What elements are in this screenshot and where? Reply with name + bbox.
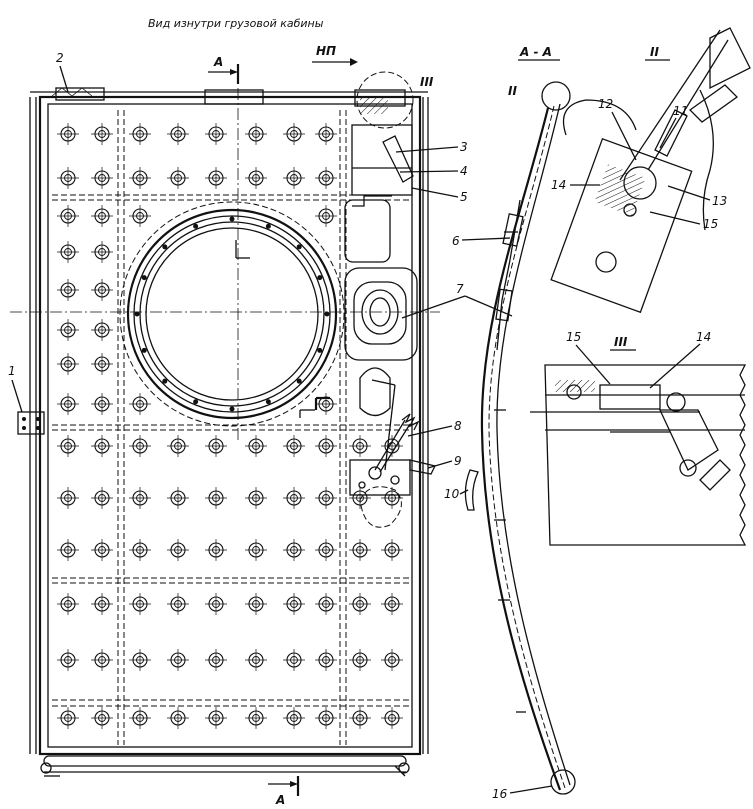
callout-13: 13 <box>667 185 727 208</box>
section-a-a: А - А <box>464 45 576 795</box>
porthole-bolt <box>229 406 235 412</box>
porthole-bolt <box>193 399 199 405</box>
svg-text:12: 12 <box>598 97 613 111</box>
label-view-II-ref: II <box>508 84 517 98</box>
svg-text:7: 7 <box>456 282 464 296</box>
callout-1: 1 <box>8 364 23 413</box>
porthole <box>119 201 345 427</box>
porthole-bolt <box>134 311 140 317</box>
svg-text:6: 6 <box>452 234 460 248</box>
svg-text:3: 3 <box>460 140 468 154</box>
callout-12: 12 <box>598 97 637 161</box>
svg-text:4: 4 <box>460 164 468 178</box>
bottom-rail <box>43 755 407 767</box>
label-view-III-ref: III <box>420 75 434 89</box>
drawing-caption: Вид изнутри грузовой кабины <box>148 17 324 30</box>
svg-text:III: III <box>614 335 628 349</box>
detail-view-II: II <box>550 27 751 314</box>
porthole-bolt <box>317 347 323 353</box>
side-hinge <box>17 411 45 435</box>
svg-text:II: II <box>650 45 659 59</box>
svg-text:10: 10 <box>444 487 460 501</box>
rivet-pattern <box>57 123 403 729</box>
top-lock-bracket <box>204 89 264 105</box>
callout-3: 3 <box>395 140 468 154</box>
svg-text:15: 15 <box>566 330 581 344</box>
porthole-bolt <box>265 399 271 405</box>
handle-mechanism <box>344 195 436 528</box>
callout-9: 9 <box>427 454 462 469</box>
porthole-bolt <box>296 378 302 384</box>
callout-15-III: 15 <box>566 330 611 385</box>
callout-8: 8 <box>407 419 462 437</box>
callout-10: 10 <box>444 487 469 501</box>
callout-6: 6 <box>452 234 511 248</box>
svg-text:А: А <box>275 793 285 807</box>
svg-text:II: II <box>508 84 517 98</box>
svg-text:9: 9 <box>454 454 462 468</box>
porthole-bolt <box>317 275 323 281</box>
svg-text:2: 2 <box>56 51 64 65</box>
porthole-bolt <box>324 311 330 317</box>
callout-11: 11 <box>659 104 688 149</box>
porthole-bolt <box>162 244 168 250</box>
callout-4: 4 <box>399 164 468 178</box>
section-cut-marker-bottom: А <box>268 776 300 807</box>
callout-15: 15 <box>649 211 718 231</box>
callouts: 1 2 3 4 5 6 7 8 9 10 11 12 13 14 15 14 1… <box>8 51 727 801</box>
callout-16: 16 <box>492 785 553 801</box>
callout-14-III: 14 <box>649 330 711 389</box>
top-hinge-bracket <box>55 87 105 101</box>
svg-text:8: 8 <box>454 419 462 433</box>
detail-view-III: III <box>530 335 747 546</box>
callout-14: 14 <box>551 178 600 192</box>
svg-text:15: 15 <box>703 217 718 231</box>
callout-5: 5 <box>411 187 468 204</box>
svg-text:11: 11 <box>673 104 688 118</box>
callout-2: 2 <box>56 51 69 93</box>
direction-marker: НП <box>312 44 358 66</box>
handle-10 <box>464 469 479 511</box>
porthole-bolt <box>229 216 235 222</box>
porthole-bolt <box>193 223 199 229</box>
porthole-bolt <box>265 223 271 229</box>
porthole-bolt <box>141 275 147 281</box>
porthole-bolt <box>141 347 147 353</box>
door-panel <box>10 71 440 777</box>
porthole-bolt <box>296 244 302 250</box>
svg-text:13: 13 <box>712 194 727 208</box>
svg-text:А: А <box>213 55 223 69</box>
section-cut-marker-top: А <box>208 55 240 84</box>
svg-text:НП: НП <box>316 44 336 58</box>
callout-7: 7 <box>401 282 513 319</box>
svg-text:5: 5 <box>460 190 468 204</box>
svg-text:14: 14 <box>551 178 566 192</box>
svg-text:14: 14 <box>696 330 711 344</box>
svg-text:1: 1 <box>8 364 16 378</box>
porthole-bolt <box>162 378 168 384</box>
latch-zone-III <box>351 71 414 196</box>
svg-text:16: 16 <box>492 787 508 801</box>
svg-text:III: III <box>420 75 434 89</box>
svg-text:А - А: А - А <box>519 45 552 59</box>
